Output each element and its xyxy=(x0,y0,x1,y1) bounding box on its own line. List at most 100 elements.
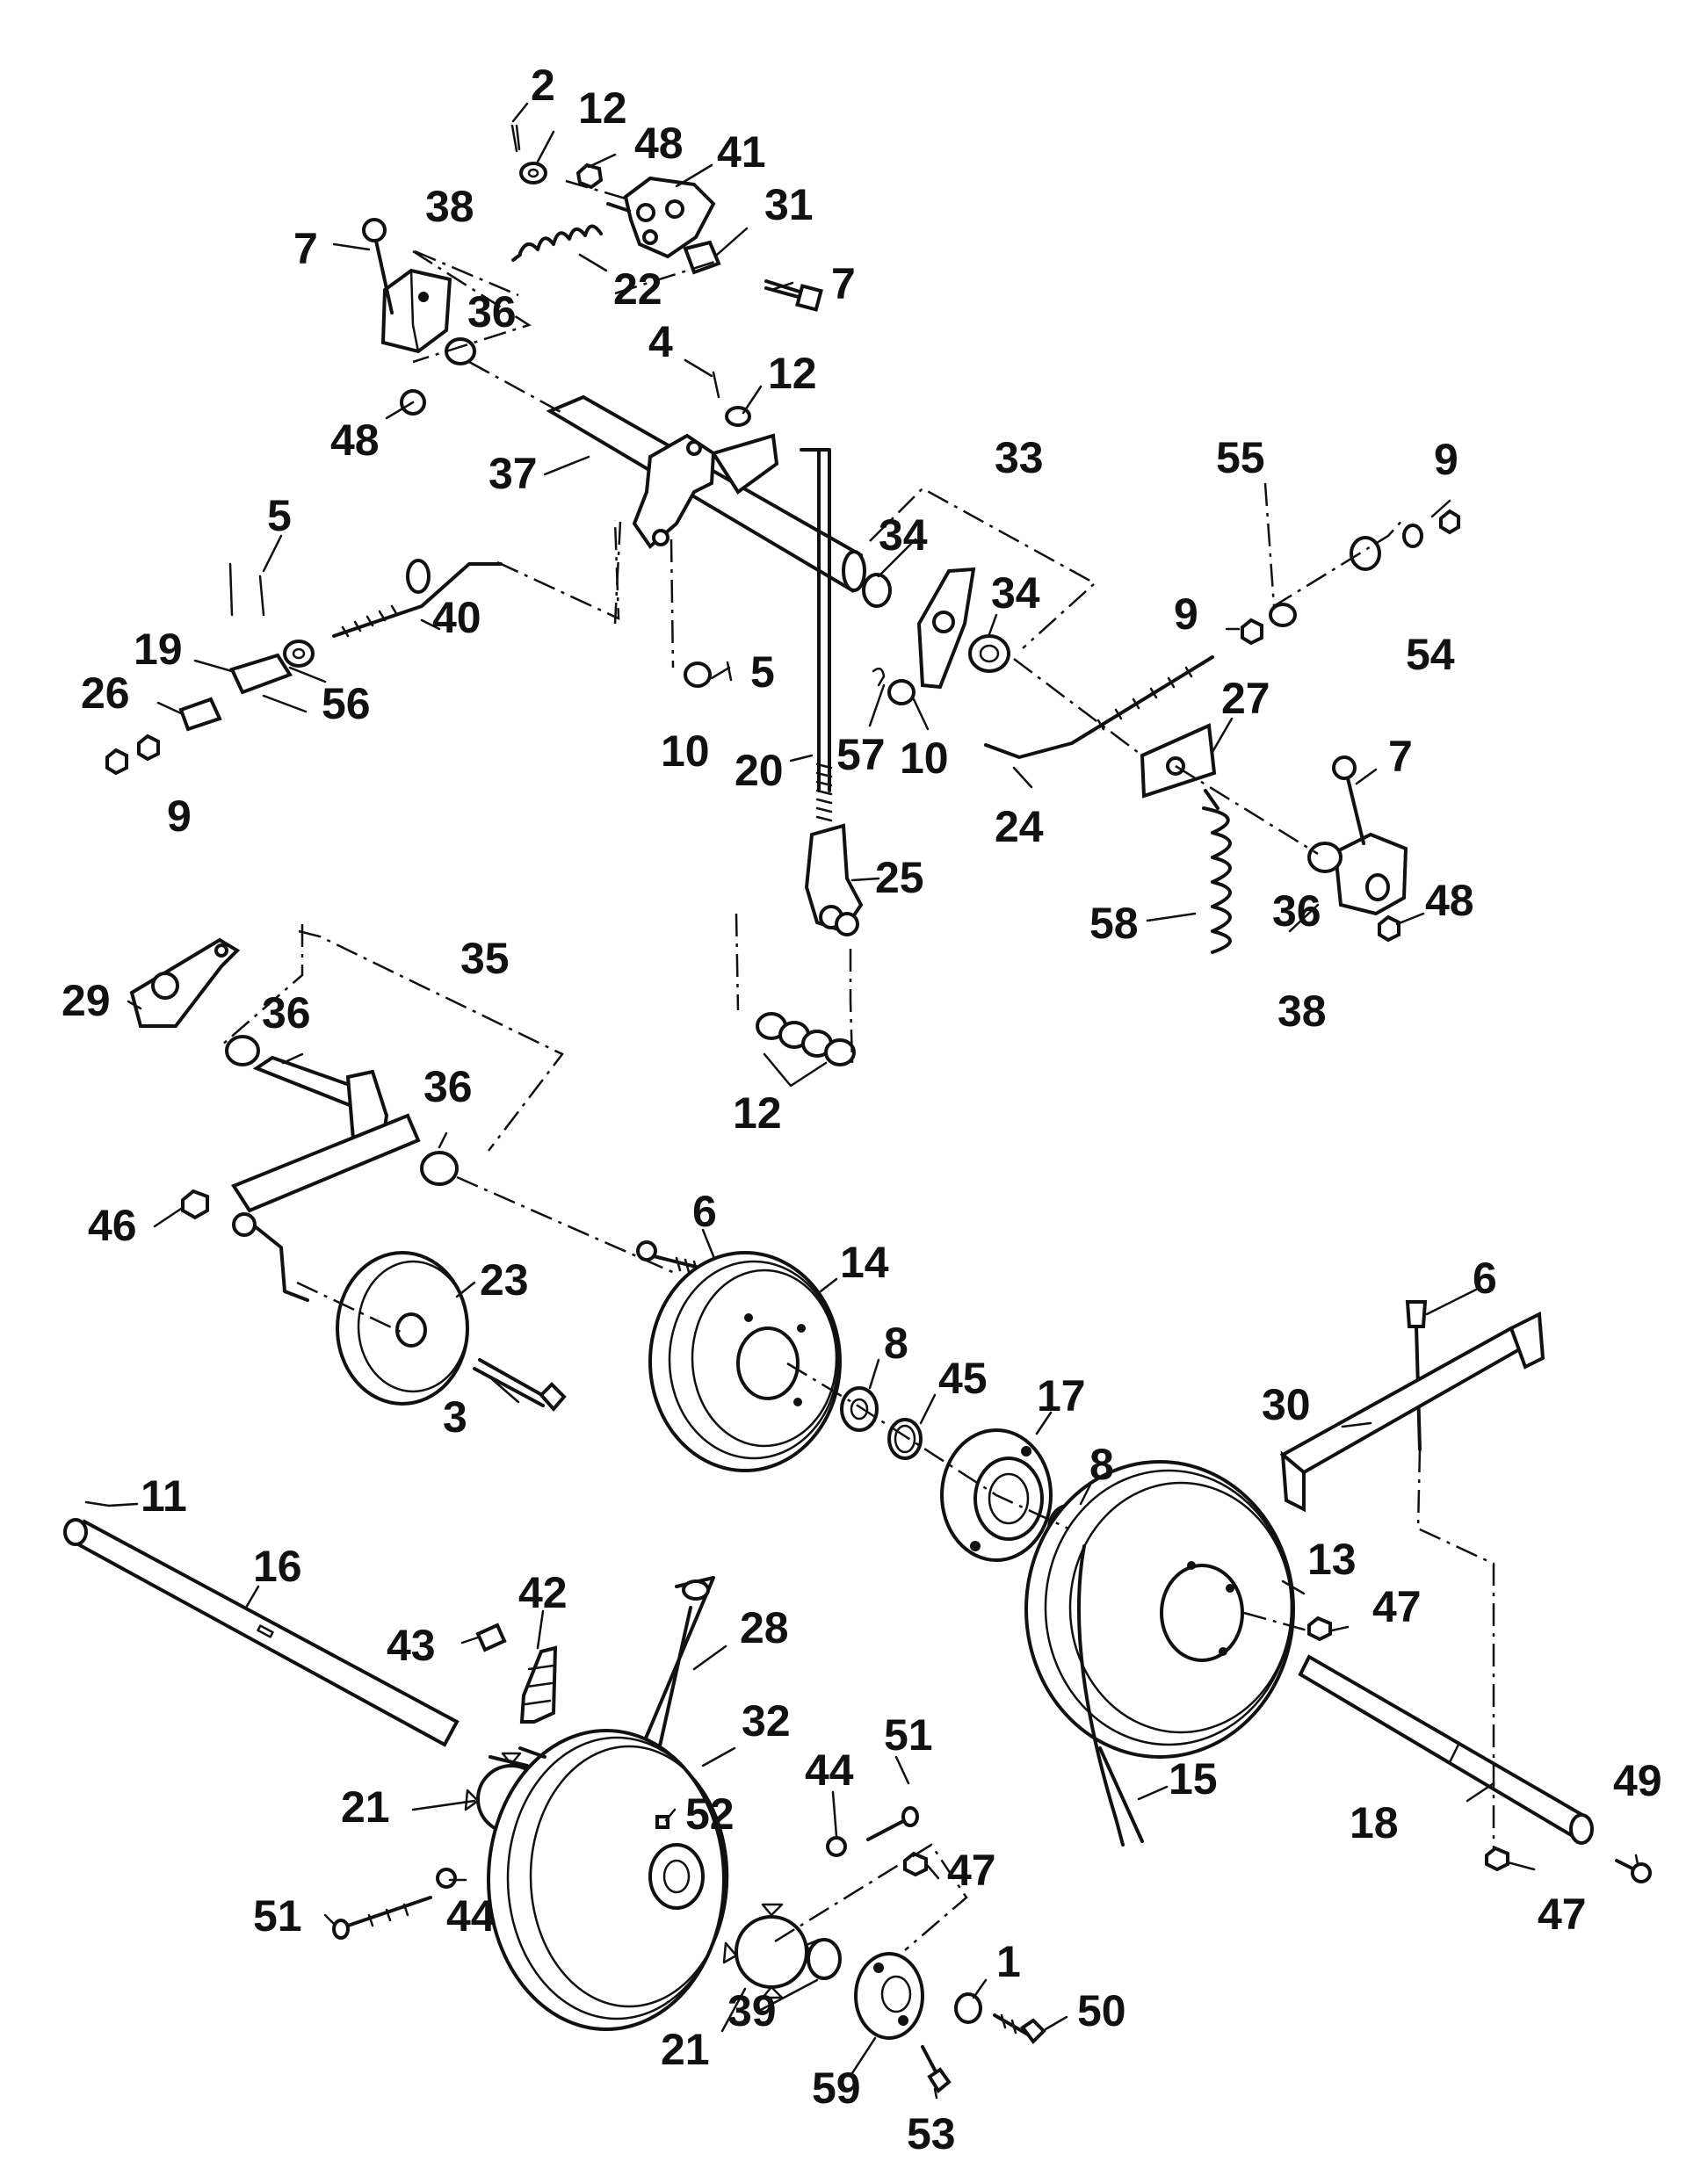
callout-25: 25 xyxy=(875,853,924,902)
part-36-bushing-arm-right xyxy=(420,1151,459,1186)
part-13-pulley xyxy=(1024,1460,1295,1759)
part-31-spacer xyxy=(683,240,721,275)
part-53-bolt xyxy=(921,2045,952,2094)
part-58-spring xyxy=(1202,789,1232,954)
part-48-nut-right xyxy=(1378,914,1400,943)
callout-8: 8 xyxy=(1089,1440,1114,1489)
callout-36: 36 xyxy=(262,988,311,1037)
callout-44: 44 xyxy=(805,1746,854,1795)
part-19-block xyxy=(229,653,308,713)
callout-8: 8 xyxy=(884,1319,908,1368)
callout-45: 45 xyxy=(938,1354,988,1403)
callout-12: 12 xyxy=(733,1088,782,1138)
callout-21: 21 xyxy=(661,2025,710,2074)
callout-59: 59 xyxy=(812,2064,861,2113)
part-39-spacer xyxy=(807,1938,842,1980)
part-47-nut-lower xyxy=(903,1851,928,1877)
part-26-spacer xyxy=(178,697,222,732)
callout-35: 35 xyxy=(460,934,510,983)
part-41-bracket xyxy=(606,176,716,259)
callout-30: 30 xyxy=(1262,1380,1311,1429)
callout-24: 24 xyxy=(995,802,1044,851)
part-16-shaft xyxy=(63,1518,460,1747)
callout-42: 42 xyxy=(518,1568,568,1617)
part-5-cotter-mid xyxy=(726,661,733,682)
callout-58: 58 xyxy=(1089,899,1139,948)
callouts: 2 12 48 41 31 7 22 7 38 36 48 4 12 37 33… xyxy=(62,61,1662,2158)
callout-32: 32 xyxy=(742,1696,791,1746)
part-35-arm xyxy=(231,1055,421,1302)
part-32-pulley xyxy=(487,1729,729,2031)
part-52-setscrew xyxy=(655,1815,669,1829)
part-9-nuts-left xyxy=(105,734,160,776)
callout-27: 27 xyxy=(1221,674,1270,723)
part-51-bolt-right xyxy=(866,1806,919,1841)
callout-16: 16 xyxy=(253,1542,302,1591)
callout-31: 31 xyxy=(764,180,814,229)
part-7-bolt-top xyxy=(764,279,823,312)
part-46-nut xyxy=(181,1189,209,1220)
part-57-cotter xyxy=(872,667,886,687)
callout-34: 34 xyxy=(991,568,1040,618)
part-47-nut-pulley xyxy=(1307,1616,1332,1642)
callout-36: 36 xyxy=(423,1062,473,1111)
callout-38: 38 xyxy=(1277,987,1327,1036)
part-36-bushing-top xyxy=(445,337,476,365)
part-24-rod xyxy=(984,655,1214,759)
callout-46: 46 xyxy=(88,1201,137,1250)
part-37-shaft xyxy=(546,394,866,594)
part-56-spring xyxy=(283,640,315,668)
callout-22: 22 xyxy=(613,264,662,314)
callout-48: 48 xyxy=(1425,876,1474,925)
part-12-washers xyxy=(756,1012,856,1066)
part-2-cotter-pin xyxy=(510,124,521,153)
part-3-bolt xyxy=(473,1358,567,1413)
callout-40: 40 xyxy=(432,593,481,642)
callout-50: 50 xyxy=(1077,1986,1126,2035)
part-44-washer-right xyxy=(826,1836,847,1857)
part-4-pin xyxy=(712,371,720,399)
callout-55: 55 xyxy=(1216,433,1265,482)
part-48-nut-top xyxy=(575,163,604,190)
part-34-bushing-left xyxy=(862,573,892,608)
callout-10: 10 xyxy=(661,726,710,776)
part-7-bolt-left xyxy=(362,218,394,314)
part-33-plate xyxy=(916,567,976,690)
part-42-chain xyxy=(519,1645,558,1724)
part-40-rod xyxy=(332,559,503,638)
part-36-bushing-arm-left xyxy=(225,1035,260,1066)
callout-9: 9 xyxy=(1174,589,1198,639)
callout-7: 7 xyxy=(831,259,856,308)
callout-44: 44 xyxy=(446,1891,496,1941)
callout-36: 36 xyxy=(467,287,517,336)
callout-43: 43 xyxy=(387,1621,436,1670)
callout-6: 6 xyxy=(1473,1254,1497,1303)
part-23-idler-pulley xyxy=(336,1251,469,1406)
part-20-rod xyxy=(800,448,833,822)
callout-18: 18 xyxy=(1350,1798,1399,1847)
part-12-washer-top xyxy=(519,162,547,184)
callout-52: 52 xyxy=(685,1789,735,1839)
callout-5: 5 xyxy=(267,491,292,540)
part-51-bolt-left xyxy=(332,1896,432,1940)
part-10-washer-right xyxy=(887,679,916,705)
part-34-bushing-right xyxy=(968,634,1010,673)
part-14-pulley xyxy=(648,1251,842,1472)
callout-17: 17 xyxy=(1037,1371,1086,1420)
part-18-shaft xyxy=(1298,1654,1594,1845)
assembly-lines xyxy=(221,179,1495,1951)
callout-13: 13 xyxy=(1307,1535,1357,1584)
part-30-bracket xyxy=(1279,1311,1545,1513)
callout-10: 10 xyxy=(900,734,949,783)
callout-1: 1 xyxy=(996,1937,1021,1986)
part-47-nut-shaft xyxy=(1485,1846,1509,1872)
callout-14: 14 xyxy=(840,1238,889,1287)
callout-47: 47 xyxy=(947,1846,996,1895)
callout-51: 51 xyxy=(253,1891,302,1941)
part-1-washer xyxy=(954,1992,982,2024)
callout-26: 26 xyxy=(81,669,130,718)
callout-56: 56 xyxy=(322,679,371,728)
callout-4: 4 xyxy=(648,317,673,366)
callout-3: 3 xyxy=(443,1392,467,1442)
